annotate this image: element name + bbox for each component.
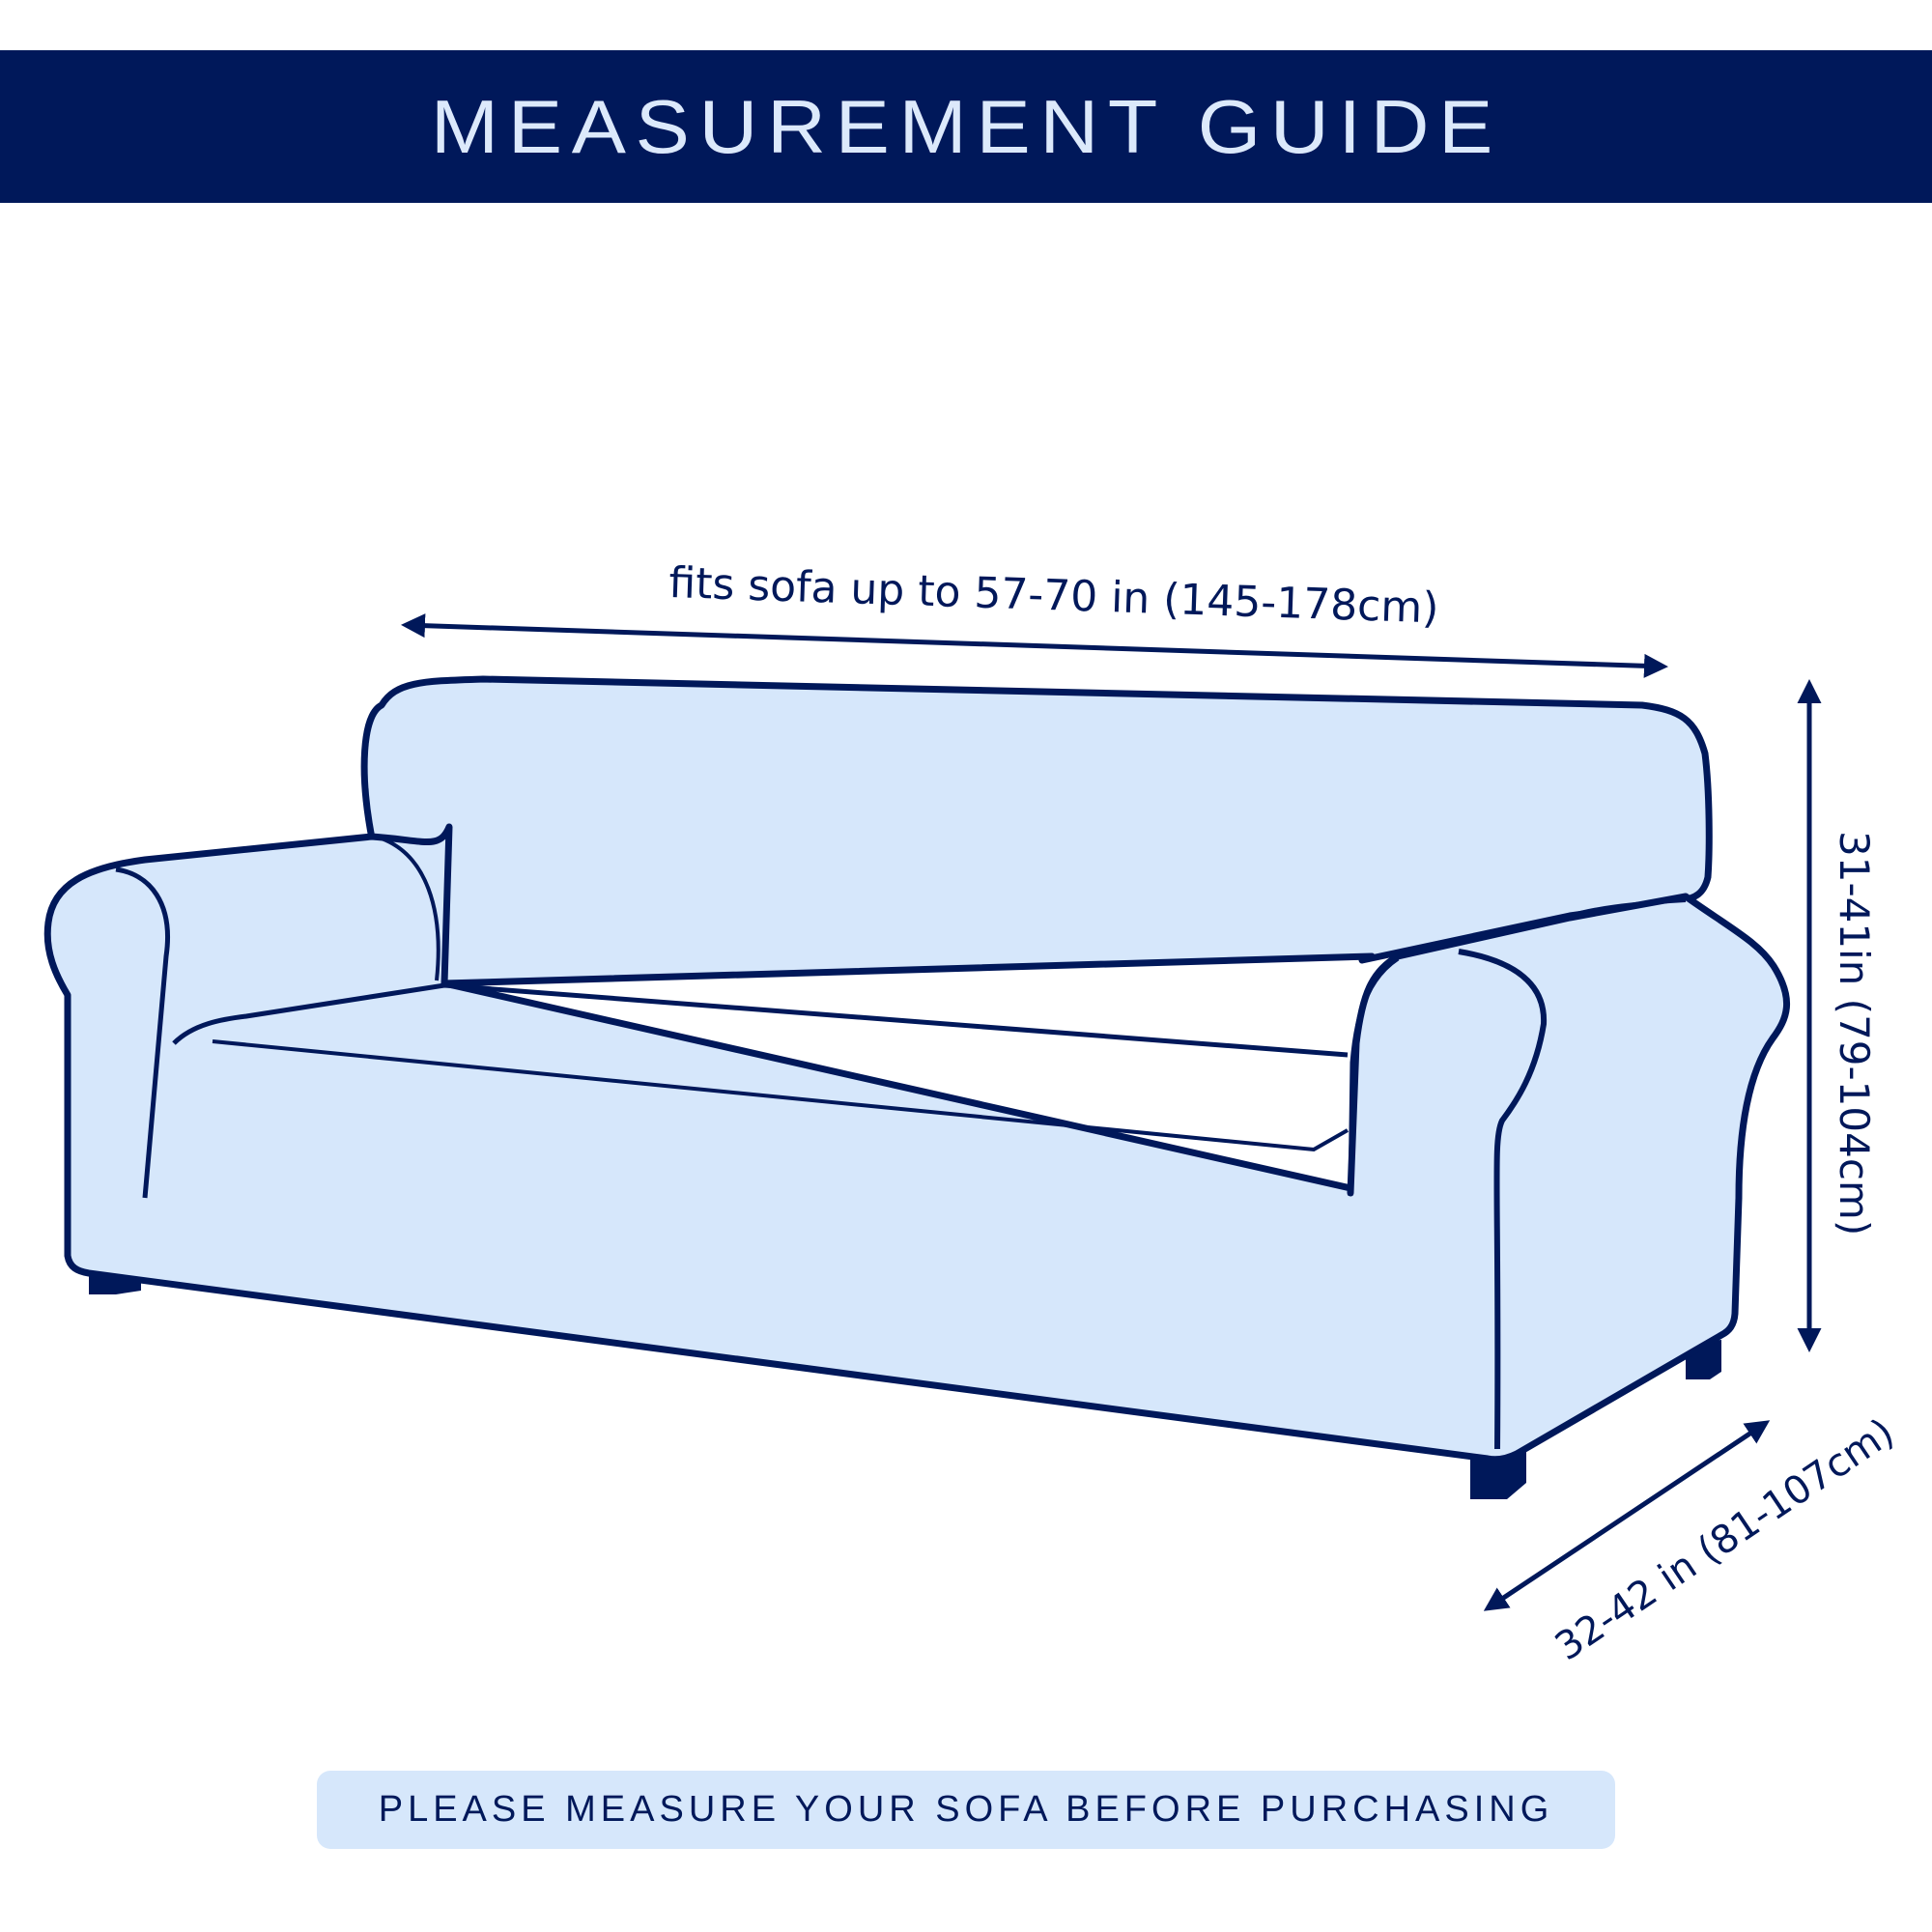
footer-note: PLEASE MEASURE YOUR SOFA BEFORE PURCHASI… — [378, 1789, 1554, 1830]
width-arrow-icon — [401, 613, 1668, 678]
footer-note-banner: PLEASE MEASURE YOUR SOFA BEFORE PURCHASI… — [317, 1771, 1615, 1849]
depth-arrow-icon — [1483, 1420, 1771, 1611]
width-label: fits sofa up to 57-70 in (145-178cm) — [668, 558, 1440, 633]
header-banner: MEASUREMENT GUIDE — [0, 50, 1932, 203]
height-label: 31-41in (79-104cm) — [1831, 831, 1878, 1236]
page-title: MEASUREMENT GUIDE — [430, 83, 1502, 169]
sofa-icon — [43, 675, 1790, 1499]
